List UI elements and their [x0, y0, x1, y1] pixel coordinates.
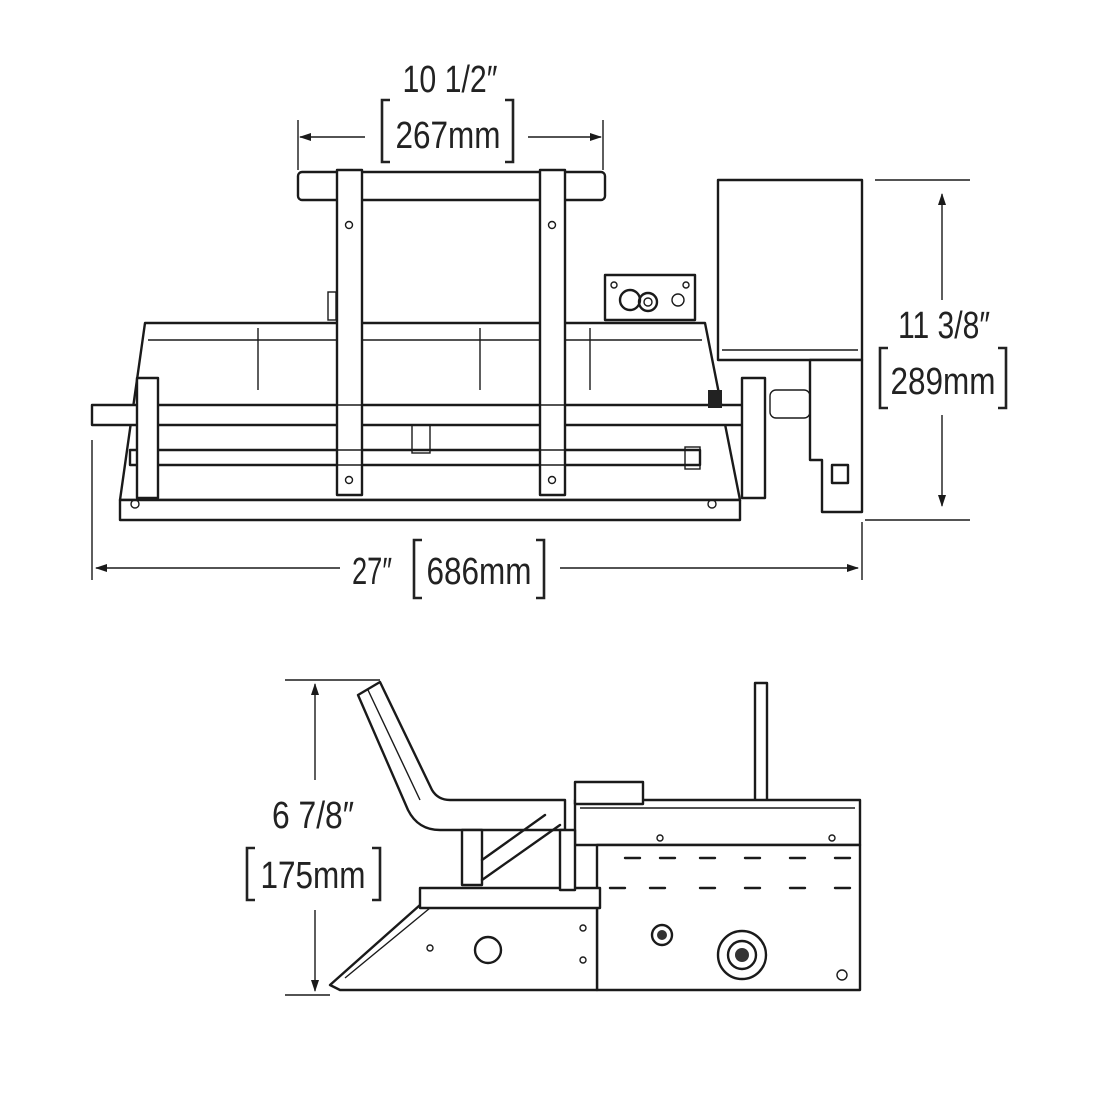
length-imperial-label: 27″	[352, 551, 392, 593]
height-metric-label: 289mm	[891, 361, 996, 403]
valve-plate	[603, 273, 697, 322]
post-right	[538, 168, 567, 497]
length-dimension: 27″ 686mm	[91, 440, 863, 600]
width-metric-label: 267mm	[396, 115, 501, 157]
top-view: 10 1/2″ 267mm	[90, 59, 1008, 600]
length-metric-label: 686mm	[427, 551, 532, 593]
side-height-metric-label: 175mm	[261, 855, 366, 897]
width-imperial-label: 10 1/2″	[403, 59, 498, 101]
side-tray	[328, 828, 602, 992]
control-box	[716, 178, 864, 514]
side-height-dimension: 6 7/8″ 175mm	[245, 679, 382, 996]
side-view: 6 7/8″ 175mm	[245, 679, 862, 996]
width-dimension: 10 1/2″ 267mm	[297, 59, 604, 170]
post-left	[335, 168, 364, 497]
height-imperial-label: 11 3/8″	[898, 305, 990, 347]
bent-support-tube	[356, 680, 567, 832]
side-height-imperial-label: 6 7/8″	[272, 795, 354, 837]
top-crossbar	[296, 170, 607, 202]
side-housing	[573, 780, 862, 992]
vertical-rod	[753, 681, 769, 803]
burner-tray	[90, 291, 767, 522]
height-dimension: 11 3/8″ 289mm	[865, 179, 1008, 521]
